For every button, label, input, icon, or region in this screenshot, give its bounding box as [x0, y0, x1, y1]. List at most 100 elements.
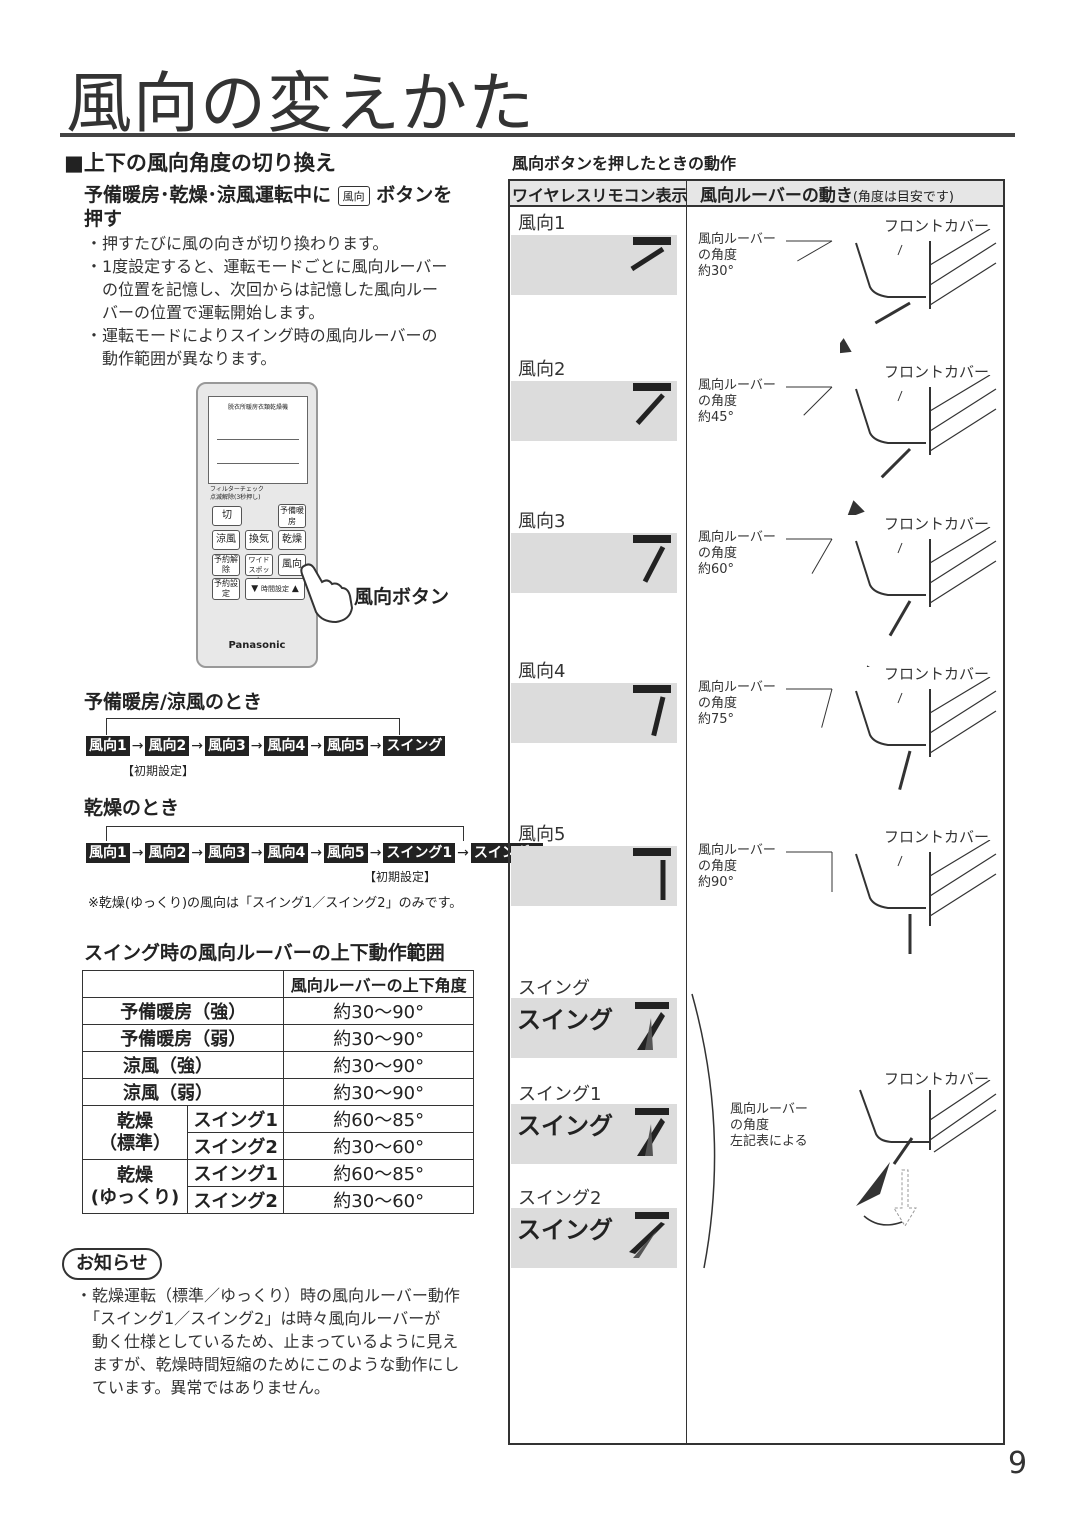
time-set-label: 時間設定	[261, 585, 289, 593]
remote-lcd-display: スイング	[511, 1208, 677, 1268]
bullet: バーの位置で運転開始します。	[86, 303, 325, 322]
arrow-icon: →	[250, 845, 263, 861]
range-table: 風向ルーバーの上下角度 予備暖房（強） 約30～90° 予備暖房（弱） 約30～…	[81, 970, 474, 1214]
range-value: 約30～90°	[283, 1051, 474, 1079]
seq-tag: 風向4	[264, 843, 309, 863]
louver-angle-line1: 風向ルーバー	[698, 232, 776, 247]
range-table-corner	[81, 970, 285, 998]
swing1-label: スイング1	[186, 1159, 285, 1187]
cancel-reservation-button[interactable]: 予約解除	[212, 554, 240, 576]
louver-angle-label: 風向ルーバー の角度 約45°	[698, 378, 776, 426]
col1-header: ワイヤレスリモコン表示	[512, 186, 688, 205]
swing-diagram	[691, 993, 716, 1269]
louver-angle-line1: 風向ルーバー	[698, 378, 776, 393]
louver-angle-line1: 風向ルーバー	[698, 843, 776, 858]
remote-lcd-display	[511, 683, 677, 743]
louver-angle-label: 風向ルーバー の角度 約75°	[698, 680, 776, 728]
seq-tag: 風向1	[86, 736, 130, 756]
swing2-label: スイング2	[186, 1186, 285, 1214]
remote-callout: 風向ボタン	[354, 586, 450, 608]
bullet: ・押すたびに風の向きが切り換わります。	[86, 234, 389, 253]
brand-logo: Panasonic	[228, 640, 286, 651]
range-table-title: スイング時の風向ルーバーの上下動作範囲	[84, 942, 445, 964]
set-reservation-button[interactable]: 予約設定	[212, 578, 240, 600]
direction-label: 風向5	[518, 824, 566, 845]
cool-button[interactable]: 涼風	[212, 530, 240, 550]
seq2-loop-line	[106, 826, 464, 841]
off-button[interactable]: 切	[212, 506, 242, 526]
arrow-icon: →	[131, 845, 144, 861]
bullet: ・1度設定すると、運転モードごとに風向ルーバー	[86, 257, 448, 276]
seq1-title: 予備暖房/涼風のとき	[84, 691, 262, 713]
louver-indicator-icon	[630, 237, 671, 272]
instruction-pre: 予備暖房･乾燥･涼風運転中に	[84, 184, 332, 206]
wide-spot-button[interactable]: ワイドスポット	[245, 554, 273, 584]
seq1-row: 風向1→風向2→風向3→風向4→風向5→スイング	[86, 735, 446, 756]
bullet: 動作範囲が異なります。	[86, 349, 277, 368]
louver-illustration	[847, 375, 997, 515]
remote-lcd-display	[511, 381, 677, 441]
swing-label: スイング2	[518, 1188, 602, 1209]
seq-tag: 風向1	[86, 843, 130, 863]
louver-angle-value: 約60°	[698, 562, 735, 577]
dry-button[interactable]: 乾燥	[278, 530, 306, 550]
seq2-footnote: ※乾燥(ゆっくり)の風向は「スイング1／スイング2」のみです。	[88, 896, 463, 911]
louver-illustration	[855, 527, 997, 667]
instruction-post: ボタンを	[376, 184, 453, 206]
swing-note: 左記表による	[730, 1134, 808, 1149]
seq-tag: 風向3	[204, 736, 249, 756]
dry-label: 乾燥	[117, 1110, 153, 1132]
section-title: ■上下の風向角度の切り換え	[64, 151, 336, 175]
swing-bracket	[691, 993, 716, 1269]
remote-lcd-display	[511, 846, 677, 906]
notice-badge: お知らせ	[62, 1248, 162, 1280]
front-cover-label: フロントカバー	[884, 217, 990, 235]
vent-button[interactable]: 換気	[245, 530, 273, 550]
col2-header-note: (角度は目安です)	[852, 190, 954, 205]
angle-guide	[786, 851, 833, 892]
front-cover-label: フロントカバー	[884, 828, 990, 846]
remote-header: 脱衣所暖房衣類乾燥機	[227, 404, 288, 411]
range-value: 約60～85°	[283, 1105, 474, 1133]
arrow-icon: →	[191, 845, 203, 861]
dry-slow-label: (ゆっくり)	[90, 1186, 180, 1208]
louver-indicator-icon	[633, 535, 671, 583]
col2-header: 風向ルーバーの動き(角度は目安です)	[700, 181, 954, 206]
seq-tag: スイング1	[383, 843, 456, 863]
louver-angle-line1: 風向ルーバー	[698, 530, 776, 545]
arrow-icon: →	[369, 845, 382, 861]
louver-angle-line1: 風向ルーバー	[698, 680, 776, 695]
notice-line: ますが、乾燥時間短縮のためにこのような動作にし	[76, 1355, 460, 1374]
louver-angle-value: 約90°	[698, 875, 735, 890]
seq-tag: 風向4	[264, 736, 309, 756]
panel-divider	[686, 179, 687, 1445]
range-mode-dry-standard: 乾燥 （標準）	[82, 1105, 188, 1160]
range-value: 約30～60°	[283, 1132, 474, 1160]
louver-angle-line2: の角度	[698, 248, 738, 263]
swing1-label: スイング1	[186, 1105, 285, 1133]
range-value: 約60～85°	[283, 1159, 474, 1187]
notice-line: 動く仕様としているため、止まっているように見え	[76, 1332, 459, 1351]
seq-tag: スイング	[383, 736, 446, 756]
page-title: 風向の変えかた	[66, 65, 535, 142]
filter-text-1: フィルターチェック	[210, 486, 264, 493]
notice-line: 「スイング1／スイング2」は時々風向ルーバーが	[76, 1309, 441, 1328]
down-arrow-icon: ▼	[251, 584, 259, 594]
col2-header-label: 風向ルーバーの動き	[700, 186, 853, 206]
arrow-icon: →	[310, 738, 322, 754]
arrow-icon: →	[191, 738, 203, 754]
bullet: の位置を記憶し、次回からは記憶した風向ルー	[86, 280, 439, 299]
remote-lcd-display	[511, 235, 677, 295]
time-set-button[interactable]: ▼ 時間設定 ▲	[245, 578, 305, 600]
page-number: 9	[1008, 1446, 1028, 1481]
notice-line: ・乾燥運転（標準／ゆっくり）時の風向ルーバー動作	[76, 1286, 460, 1305]
swing-louver-illustration	[856, 1080, 997, 1227]
seq-tag: 風向5	[323, 736, 368, 756]
seq2-note: 【初期設定】	[364, 870, 437, 884]
range-mode: 予備暖房（強）	[81, 997, 285, 1025]
louver-indicator-icon	[633, 685, 671, 737]
pre-heat-button[interactable]: 予備暖房	[278, 504, 306, 528]
swing-label: スイング	[518, 978, 590, 999]
panel-header	[508, 179, 1005, 207]
louver-angle-label: 風向ルーバー の角度 約90°	[698, 843, 776, 891]
